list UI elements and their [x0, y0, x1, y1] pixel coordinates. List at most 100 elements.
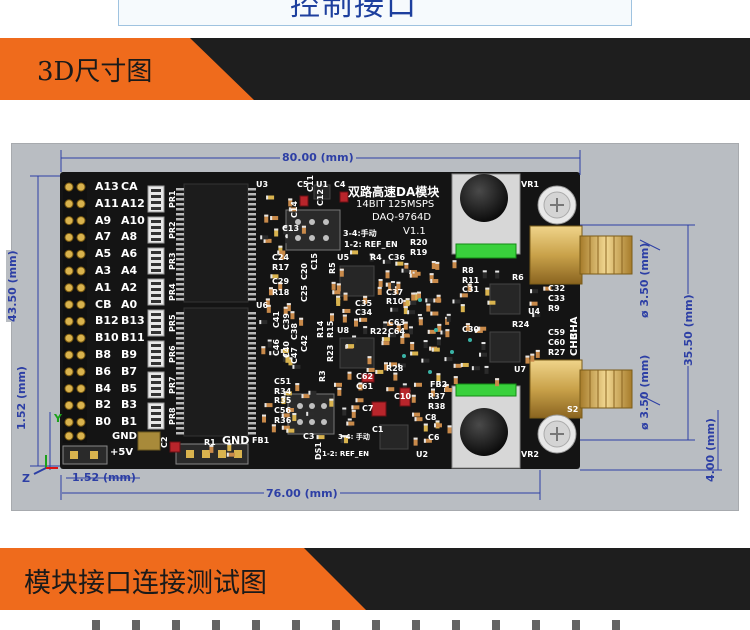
smd-terminal [403, 321, 408, 324]
ref-c4: C4 [334, 180, 346, 189]
smd-terminal [283, 306, 288, 309]
board-version: V1.1 [403, 226, 426, 237]
jumper-note-top-b: 1-2: REF_EN [344, 240, 398, 249]
smd-part [411, 292, 416, 301]
ic-pin [176, 332, 184, 335]
ref-fb1: FB1 [252, 436, 270, 445]
ref-c33: C33 [548, 294, 566, 303]
smd-terminal [378, 279, 383, 282]
smd-terminal [429, 273, 434, 276]
ref-c24: C24 [272, 253, 290, 262]
dim-offset-bottom: 1.52 (mm) [72, 471, 136, 484]
ref-c1: C1 [372, 425, 384, 434]
resistor-array [147, 185, 165, 213]
smd-terminal [295, 383, 300, 386]
resistor-array-element [151, 393, 161, 396]
smd-terminal [306, 411, 309, 416]
ref-c20: C20 [300, 262, 309, 280]
ref-c15: C15 [310, 252, 319, 270]
pin-label: B12 [95, 314, 119, 328]
resistor-array-element [151, 189, 161, 192]
smd-part [292, 413, 297, 422]
smd-part [440, 330, 449, 335]
smd-part [283, 226, 288, 235]
smd-terminal [382, 259, 385, 264]
smd-part [388, 333, 397, 338]
ic-pin [248, 407, 256, 410]
smd-part [484, 365, 489, 374]
ic-pin [176, 367, 184, 370]
smd-part [408, 326, 413, 335]
smd-part [359, 317, 368, 322]
smd-part [378, 279, 383, 288]
smd-terminal [478, 326, 481, 331]
smd-terminal [281, 413, 284, 418]
smd-part [397, 363, 406, 368]
header-pin [64, 266, 74, 276]
jumper-top [285, 209, 341, 251]
smd-part [403, 321, 408, 330]
smd-part [290, 311, 295, 320]
resistor-array-element [151, 288, 161, 291]
smd-terminal [411, 292, 416, 295]
header-pin [64, 350, 74, 360]
smd-part [495, 270, 500, 279]
smd-terminal [390, 280, 395, 283]
ref-s2: S2 [567, 405, 579, 414]
smd-part [460, 362, 469, 367]
smd-terminal [430, 388, 435, 391]
ref-c34: C34 [355, 308, 373, 317]
ic-pin [248, 322, 256, 325]
ic-pin [176, 372, 184, 375]
ic-pin [248, 273, 256, 276]
smd-part [286, 303, 291, 312]
smd-terminal [529, 301, 532, 306]
smd-part [281, 413, 290, 418]
ic-pin [176, 208, 184, 211]
smd-part [333, 382, 342, 387]
ref-u6: U6 [256, 301, 269, 310]
smd-part [437, 323, 442, 332]
header-pin [76, 249, 86, 259]
ref-c51: C51 [274, 377, 292, 386]
smd-terminal [347, 418, 352, 421]
ref-r18: R18 [272, 288, 290, 297]
smd-part [479, 352, 488, 357]
smd-part [352, 335, 357, 344]
smd-part [410, 351, 419, 356]
header-pin [64, 232, 74, 242]
header-pin [76, 367, 86, 377]
ref-c59: C59 [548, 328, 566, 337]
ref-fb2: FB2 [430, 380, 448, 389]
ref-c35: C35 [355, 299, 373, 308]
smd-part [226, 452, 235, 457]
sma-connector-chb [529, 359, 633, 419]
smd-terminal [299, 317, 304, 320]
section-title: 3D尺寸图 [37, 57, 153, 87]
potentiometer-vr1 [451, 173, 521, 259]
ref-u8: U8 [337, 326, 350, 335]
ref-pr2: PR2 [168, 221, 177, 239]
ref-pr1: PR1 [168, 190, 177, 208]
smd-part [383, 321, 388, 330]
ic-pin [176, 258, 184, 261]
smd-part [425, 298, 434, 303]
pin-label: A9 [95, 213, 112, 227]
smd-part [292, 364, 301, 369]
ic-pin [176, 422, 184, 425]
smd-part [435, 261, 440, 270]
pin-label: A2 [121, 280, 138, 294]
ic-pin [248, 392, 256, 395]
smd-part [285, 234, 294, 239]
smd-terminal [409, 270, 412, 275]
smd-part [423, 423, 428, 432]
pin-label: B5 [121, 381, 138, 395]
pin-label: A8 [121, 230, 138, 244]
ic-pin [176, 268, 184, 271]
smd-part [401, 333, 410, 338]
smd-part [283, 391, 292, 396]
ic-pin [176, 352, 184, 355]
ic-pin [248, 218, 256, 221]
pin-label: B3 [121, 398, 138, 412]
ic-pins [176, 188, 256, 435]
